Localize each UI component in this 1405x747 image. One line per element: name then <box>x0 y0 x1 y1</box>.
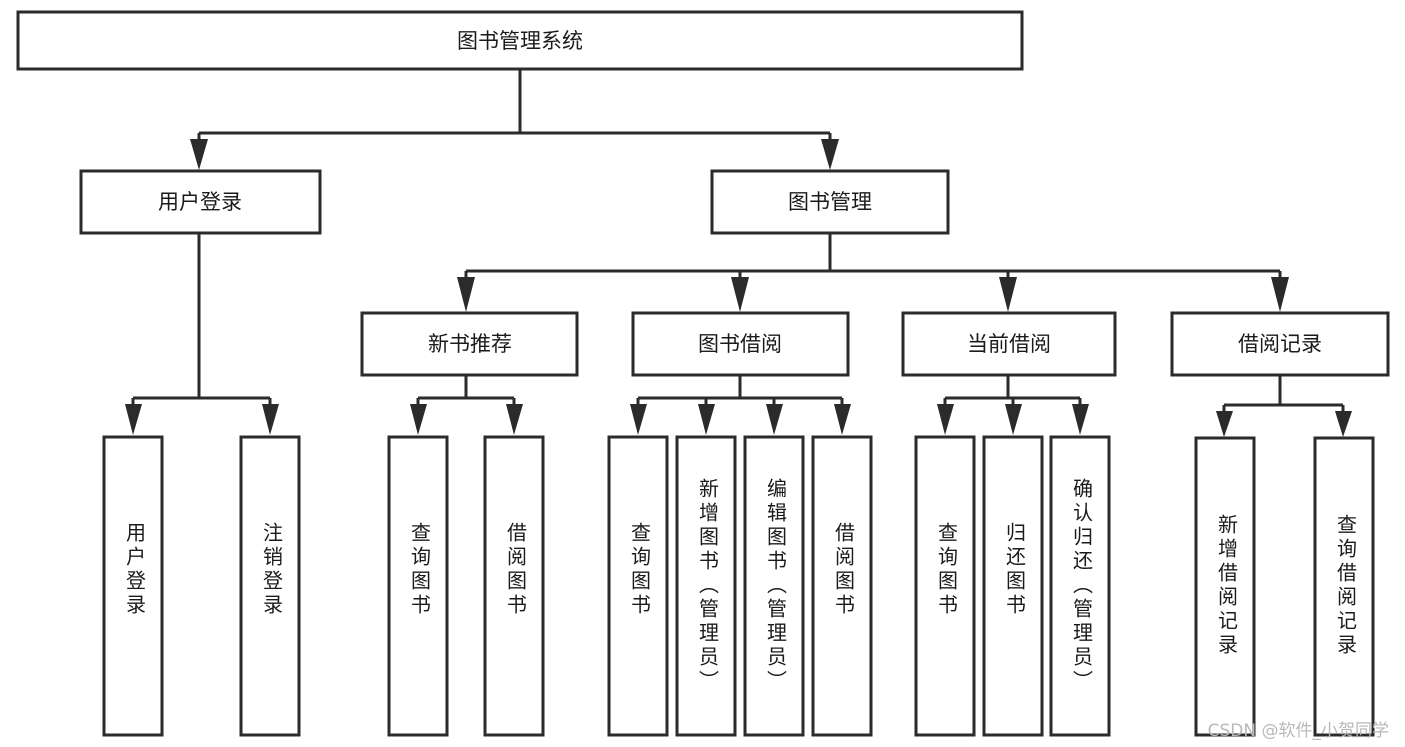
leaf-query-book-2-label: 查询图书 <box>628 522 652 618</box>
arrowhead-leaf-user-logout <box>262 404 279 435</box>
arrowhead-new-book-recommend <box>457 277 475 312</box>
leaf-edit-book-box[interactable] <box>743 435 805 737</box>
node-borrow-record-label: 借阅记录 <box>1238 332 1322 356</box>
arrowhead-leaf-edit-book <box>766 404 783 435</box>
node-book-manage[interactable]: 图书管理 <box>710 169 950 235</box>
leaf-user-logout-box[interactable] <box>239 435 301 737</box>
leaf-add-book[interactable]: 新增图书（管理员） <box>675 435 737 737</box>
arrowhead-borrow-record <box>1271 277 1289 312</box>
arrowhead-leaf-confirm-return <box>1072 404 1089 435</box>
node-current-borrow-label: 当前借阅 <box>967 332 1051 356</box>
node-borrow-record[interactable]: 借阅记录 <box>1170 311 1390 377</box>
node-book-borrow[interactable]: 图书借阅 <box>631 311 850 377</box>
leaf-query-book-2[interactable]: 查询图书 <box>607 435 669 737</box>
connector-group-book-borrow-leaves <box>630 376 851 435</box>
arrowhead-leaf-query-book-3 <box>937 404 954 435</box>
connector-group-current-borrow-leaves <box>937 376 1089 435</box>
arrowhead-book-borrow <box>731 277 749 312</box>
leaf-borrow-book-1-label: 借阅图书 <box>504 522 528 618</box>
node-user-login-box[interactable] <box>79 169 322 235</box>
connector-group-book-manage <box>457 234 1289 312</box>
node-root[interactable]: 图书管理系统 <box>16 10 1024 71</box>
leaf-user-logout-label: 注销登录 <box>260 522 284 618</box>
leaf-query-book-3[interactable]: 查询图书 <box>914 435 976 737</box>
node-book-borrow-label: 图书借阅 <box>698 332 782 356</box>
arrowhead-leaf-query-book-1 <box>410 404 427 435</box>
leaf-add-record-label: 新增借阅记录 <box>1215 514 1239 658</box>
leaf-borrow-book-1-box[interactable] <box>483 435 545 737</box>
arrowhead-leaf-add-book <box>698 404 715 435</box>
leaf-borrow-book-2-box[interactable] <box>811 435 873 737</box>
arrowhead-leaf-query-book-2 <box>630 404 647 435</box>
leaf-query-book-2-box[interactable] <box>607 435 669 737</box>
leaf-confirm-return[interactable]: 确认归还（管理员） <box>1049 435 1111 737</box>
leaf-borrow-book-1[interactable]: 借阅图书 <box>483 435 545 737</box>
connector-group-user-login-leaves <box>125 233 279 435</box>
node-root-label: 图书管理系统 <box>457 29 583 53</box>
leaf-user-login-box[interactable] <box>102 435 164 737</box>
leaf-query-book-1-label: 查询图书 <box>408 522 432 618</box>
leaf-return-book-label: 归还图书 <box>1003 522 1027 618</box>
leaf-query-record-label: 查询借阅记录 <box>1334 514 1358 658</box>
arrowhead-leaf-borrow-book-2 <box>834 404 851 435</box>
connector-group-new-book-leaves <box>410 376 523 435</box>
node-root-box[interactable] <box>16 10 1024 71</box>
leaf-add-book-box[interactable] <box>675 435 737 737</box>
leaf-edit-book[interactable]: 编辑图书（管理员） <box>743 435 805 737</box>
node-new-book-recommend[interactable]: 新书推荐 <box>360 311 579 377</box>
node-book-manage-label: 图书管理 <box>788 190 872 214</box>
node-new-book-recommend-box[interactable] <box>360 311 579 377</box>
leaf-query-book-1-box[interactable] <box>387 435 449 737</box>
leaf-user-login[interactable]: 用户登录 <box>102 435 164 737</box>
leaf-confirm-return-box[interactable] <box>1049 435 1111 737</box>
arrowhead-book-manage <box>821 139 839 170</box>
leaf-add-record[interactable]: 新增借阅记录 <box>1194 436 1256 737</box>
leaf-return-book[interactable]: 归还图书 <box>982 435 1044 737</box>
leaf-query-book-3-label: 查询图书 <box>935 522 959 618</box>
leaf-user-login-label: 用户登录 <box>123 522 147 618</box>
arrowhead-leaf-add-record <box>1216 411 1233 437</box>
node-book-manage-box[interactable] <box>710 169 950 235</box>
leaf-confirm-return-label: 确认归还（管理员） <box>1070 478 1094 694</box>
leaf-borrow-book-2[interactable]: 借阅图书 <box>811 435 873 737</box>
arrowhead-user-login <box>190 139 208 170</box>
arrowhead-leaf-borrow-book-1 <box>506 404 523 435</box>
connector-group-borrow-record-leaves <box>1216 376 1352 437</box>
arrowhead-leaf-query-record <box>1335 411 1352 437</box>
node-book-borrow-box[interactable] <box>631 311 850 377</box>
leaf-return-book-box[interactable] <box>982 435 1044 737</box>
node-current-borrow[interactable]: 当前借阅 <box>901 311 1117 377</box>
leaf-query-book-1[interactable]: 查询图书 <box>387 435 449 737</box>
leaf-query-book-3-box[interactable] <box>914 435 976 737</box>
node-new-book-recommend-label: 新书推荐 <box>428 332 512 356</box>
leaf-query-record-box[interactable] <box>1313 436 1375 737</box>
leaf-borrow-book-2-label: 借阅图书 <box>832 522 856 618</box>
leaf-add-record-box[interactable] <box>1194 436 1256 737</box>
leaf-user-logout[interactable]: 注销登录 <box>239 435 301 737</box>
node-borrow-record-box[interactable] <box>1170 311 1390 377</box>
node-user-login-label: 用户登录 <box>158 190 242 214</box>
leaf-add-book-label: 新增图书（管理员） <box>696 478 720 694</box>
arrowhead-current-borrow <box>999 277 1017 312</box>
connector-group-root <box>190 69 839 170</box>
arrowhead-leaf-user-login <box>125 404 142 435</box>
leaf-query-record[interactable]: 查询借阅记录 <box>1313 436 1375 737</box>
arrowhead-leaf-return-book <box>1005 404 1022 435</box>
node-user-login[interactable]: 用户登录 <box>79 169 322 235</box>
node-current-borrow-box[interactable] <box>901 311 1117 377</box>
leaf-edit-book-label: 编辑图书（管理员） <box>764 478 788 694</box>
